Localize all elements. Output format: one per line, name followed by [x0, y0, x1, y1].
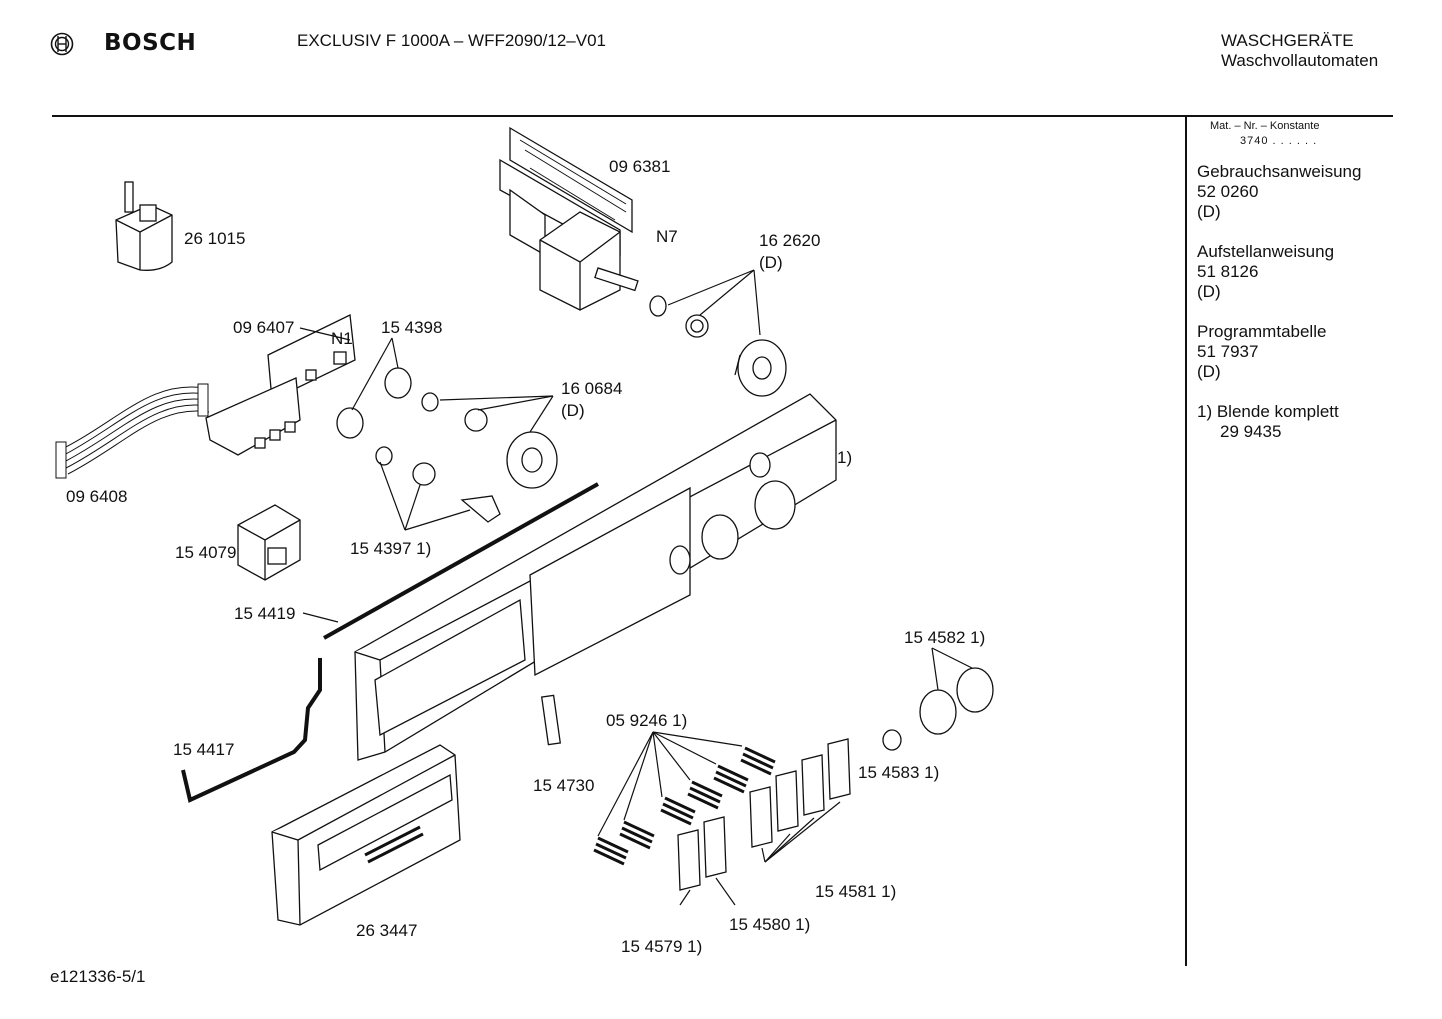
doc-program-lang: (D) — [1197, 362, 1221, 381]
label-154398: 15 4398 — [381, 318, 442, 337]
label-n7: N7 — [656, 227, 678, 246]
note-number: 29 9435 — [1220, 422, 1282, 441]
subcategory-title: Waschvollautomaten — [1221, 51, 1379, 70]
label-154582: 15 4582 1) — [904, 628, 985, 647]
label-154580: 15 4580 1) — [729, 915, 810, 934]
label-162620-d: (D) — [759, 253, 783, 272]
label-154583: 15 4583 1) — [858, 763, 939, 782]
label-096408: 09 6408 — [66, 487, 127, 506]
label-154397: 15 4397 1) — [350, 539, 431, 558]
label-263447: 26 3447 — [356, 921, 417, 940]
doc-usage-title: Gebrauchsanweisung — [1197, 162, 1362, 181]
label-096407: 09 6407 — [233, 318, 294, 337]
bosch-armature-icon — [50, 32, 74, 56]
label-096381: 09 6381 — [609, 157, 670, 176]
light-guide-part — [540, 694, 562, 746]
label-261015: 26 1015 — [184, 229, 245, 248]
label-154079: 15 4079 — [175, 543, 236, 562]
brand-name: BOSCH — [104, 30, 197, 56]
spring-set-part — [593, 746, 776, 866]
category-title: WASCHGERÄTE — [1221, 31, 1354, 50]
doc-install-title: Aufstellanweisung — [1197, 242, 1335, 261]
doc-install-number: 51 8126 — [1197, 262, 1259, 281]
fascia-panel-part — [354, 393, 837, 761]
doc-usage-number: 52 0260 — [1197, 182, 1259, 201]
label-fascia-1: 1) — [837, 448, 852, 467]
label-n1: N1 — [331, 329, 353, 348]
mat-number-label: Mat. – Nr. – Konstante — [1210, 120, 1320, 132]
connecting-rod-part — [181, 658, 322, 803]
doc-program-number: 51 7937 — [1197, 342, 1259, 361]
label-154417: 15 4417 — [173, 740, 234, 759]
doc-usage-lang: (D) — [1197, 202, 1221, 221]
label-160684-d: (D) — [561, 401, 585, 420]
label-154581: 15 4581 1) — [815, 882, 896, 901]
label-154730: 15 4730 — [533, 776, 594, 795]
model-title: EXCLUSIV F 1000A – WFF2090/12–V01 — [297, 31, 607, 50]
programme-knob-part — [649, 295, 787, 397]
leader-lines — [299, 269, 973, 906]
push-button-set-part — [677, 738, 851, 891]
note-title: 1) Blende komplett — [1197, 402, 1339, 421]
label-162620: 16 2620 — [759, 231, 820, 250]
ribbon-cable-part — [55, 383, 210, 479]
control-module-part — [499, 126, 639, 311]
doc-program-title: Programmtabelle — [1197, 322, 1327, 341]
drawer-handle-part — [271, 744, 461, 926]
mat-number-value: 3740 . . . . . . — [1240, 135, 1318, 147]
label-154419: 15 4419 — [234, 604, 295, 623]
selector-knob-part — [882, 667, 994, 751]
label-160684: 16 0684 — [561, 379, 622, 398]
seal-strip-part — [323, 482, 599, 640]
diagram-code: e121336-5/1 — [50, 967, 146, 986]
door-switch-part — [237, 504, 301, 581]
doc-install-lang: (D) — [1197, 282, 1221, 301]
bosch-logo — [50, 32, 74, 56]
suppressor-part — [115, 181, 173, 271]
label-154579: 15 4579 1) — [621, 937, 702, 956]
small-knob-part — [336, 367, 558, 523]
label-059246: 05 9246 1) — [606, 711, 687, 730]
